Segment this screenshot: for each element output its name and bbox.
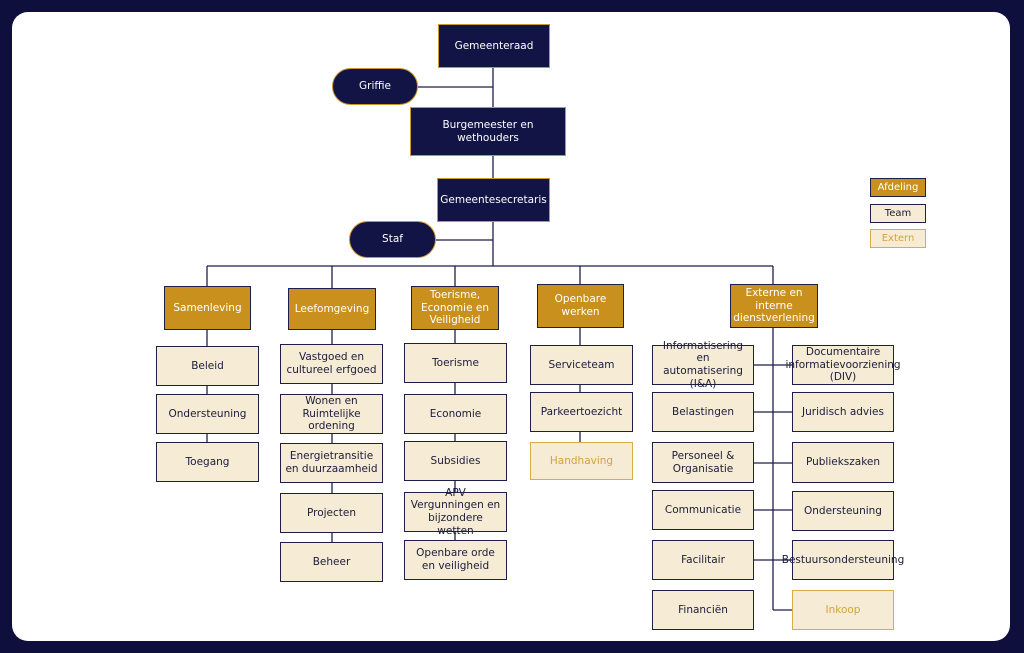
- extern-handhaving: Handhaving: [530, 442, 633, 480]
- dept-leefomgeving: Leefomgeving: [288, 288, 376, 330]
- team-ondersteuning-dv: Ondersteuning: [792, 491, 894, 531]
- org-chart-frame: Gemeenteraad Griffie Burgemeester en wet…: [12, 12, 1010, 641]
- node-gemeentesecretaris: Gemeentesecretaris: [437, 178, 550, 222]
- team-facilitair: Facilitair: [652, 540, 754, 580]
- team-ondersteuning: Ondersteuning: [156, 394, 259, 434]
- team-publiekszaken: Publiekszaken: [792, 442, 894, 483]
- team-bestuursondersteuning: Bestuursondersteuning: [782, 540, 904, 580]
- node-griffie: Griffie: [332, 68, 418, 105]
- node-burgemeester: Burgemeester en wethouders: [410, 107, 566, 156]
- legend-extern: Extern: [870, 229, 926, 248]
- team-communicatie: Communicatie: [652, 490, 754, 530]
- node-staf: Staf: [349, 221, 436, 258]
- team-ia: Informatisering en automatisering (I&A): [652, 340, 754, 390]
- team-belastingen: Belastingen: [652, 392, 754, 432]
- team-subsidies: Subsidies: [404, 441, 507, 481]
- dept-dienstverlening: Externe en interne dienstverlening: [730, 284, 818, 328]
- team-juridisch-advies: Juridisch advies: [792, 392, 894, 432]
- team-financien: Financiën: [652, 590, 754, 630]
- team-parkeertoezicht: Parkeertoezicht: [530, 392, 633, 432]
- team-div: Documentaire informatievoorziening (DIV): [785, 345, 901, 385]
- dept-openbare-werken: Openbare werken: [537, 284, 624, 328]
- team-openbare-orde: Openbare orde en veiligheid: [404, 540, 507, 580]
- extern-inkoop: Inkoop: [792, 590, 894, 630]
- team-beleid: Beleid: [156, 346, 259, 386]
- team-energietransitie: Energietransitie en duurzaamheid: [280, 443, 383, 483]
- team-personeel: Personeel & Organisatie: [652, 442, 754, 483]
- team-toerisme: Toerisme: [404, 343, 507, 383]
- team-projecten: Projecten: [280, 493, 383, 533]
- dept-samenleving: Samenleving: [164, 286, 251, 330]
- legend-afdeling: Afdeling: [870, 178, 926, 197]
- node-gemeenteraad: Gemeenteraad: [438, 24, 550, 68]
- team-economie: Economie: [404, 394, 507, 434]
- team-serviceteam: Serviceteam: [530, 345, 633, 385]
- dept-toerisme: Toerisme, Economie en Veiligheid: [411, 286, 499, 330]
- team-apv: APV Vergunningen en bijzondere wetten: [404, 487, 507, 537]
- team-beheer: Beheer: [280, 542, 383, 582]
- team-vastgoed: Vastgoed en cultureel erfgoed: [280, 344, 383, 384]
- team-wonen: Wonen en Ruimtelijke ordening: [280, 394, 383, 434]
- team-toegang: Toegang: [156, 442, 259, 482]
- legend-team: Team: [870, 204, 926, 223]
